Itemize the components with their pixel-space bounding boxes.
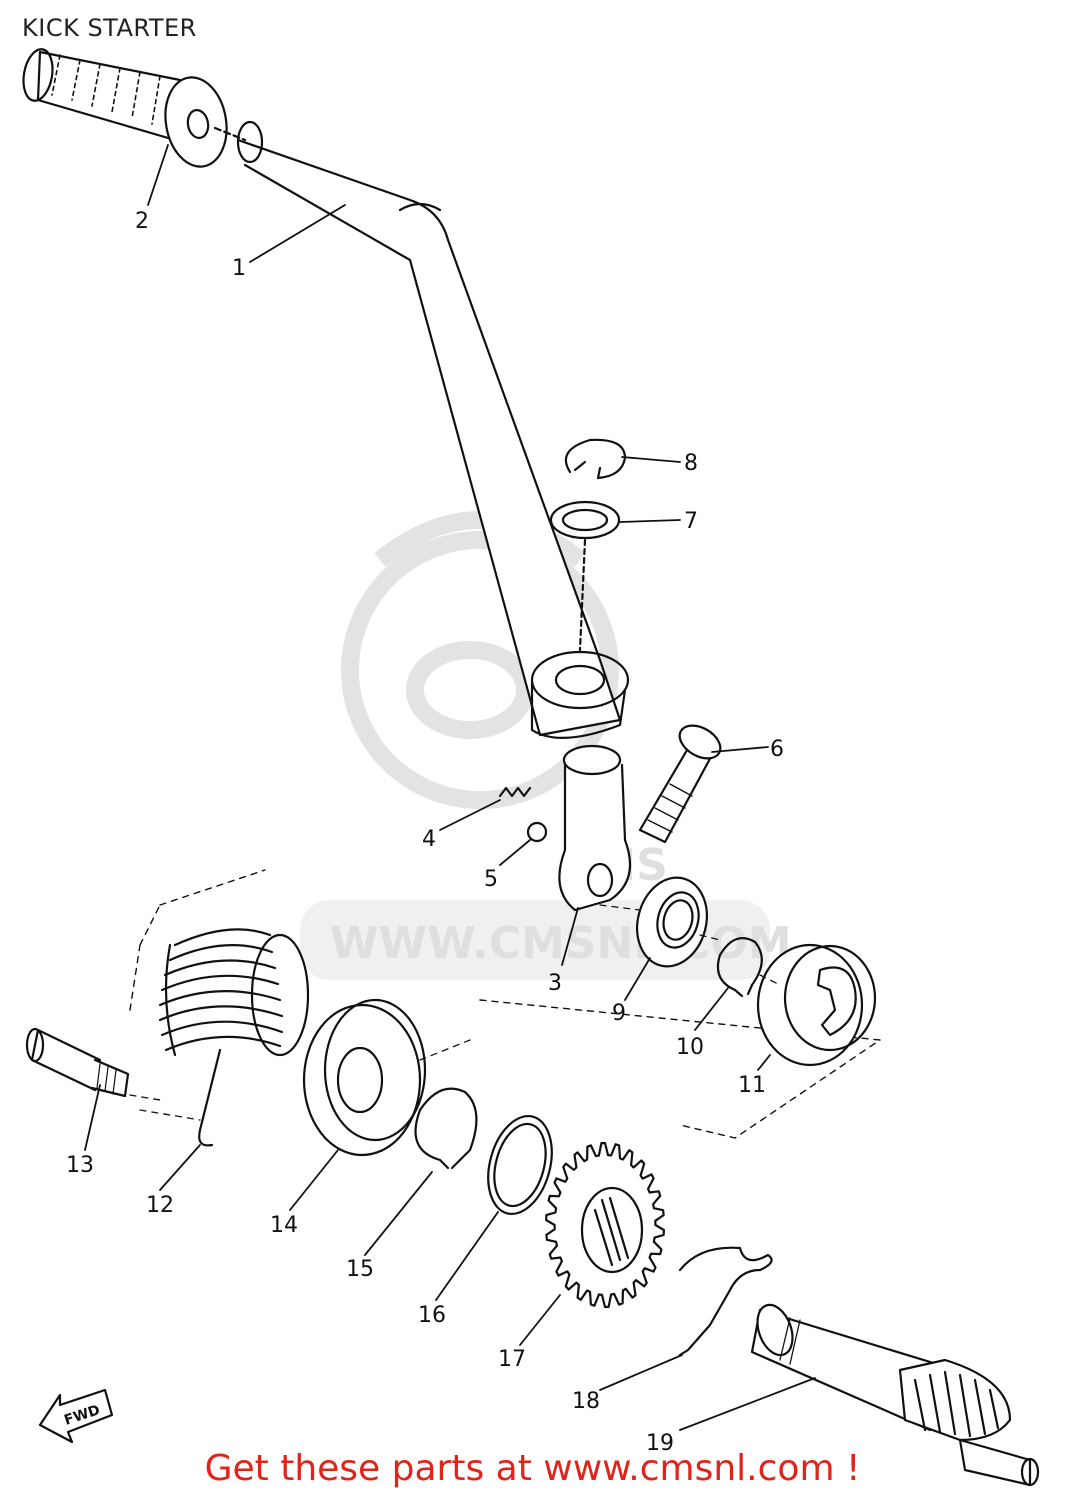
part-label-9: 9 — [612, 1001, 626, 1026]
page-title: KICK STARTER — [22, 14, 197, 42]
part-label-13: 13 — [66, 1153, 94, 1178]
part-10-circlip — [716, 937, 763, 998]
part-label-12: 12 — [146, 1193, 174, 1218]
part-12-return-spring — [158, 928, 310, 1147]
part-4-spring — [498, 786, 532, 798]
part-label-7: 7 — [684, 509, 698, 534]
assembly-outline — [129, 869, 881, 1139]
part-3-boss — [558, 744, 632, 912]
assembly-centerline — [129, 904, 781, 1121]
part-label-5: 5 — [484, 867, 498, 892]
watermark-url: WWW.CMSNL.COM — [330, 918, 792, 969]
footer-link[interactable]: Get these parts at www.cmsnl.com ! — [204, 1448, 861, 1489]
part-9-oil-seal — [636, 876, 708, 968]
leader-lines — [84, 144, 816, 1431]
part-label-3: 3 — [548, 971, 562, 996]
part-19-kick-shaft — [750, 1303, 1040, 1487]
part-label-17: 17 — [498, 1347, 526, 1372]
part-label-15: 15 — [346, 1257, 374, 1282]
part-17-kick-gear — [545, 1141, 665, 1309]
part-label-19: 19 — [646, 1431, 674, 1456]
part-15-circlip — [414, 1087, 478, 1170]
part-label-2: 2 — [135, 209, 149, 234]
part-2-grip — [22, 48, 228, 168]
part-16-washer — [487, 1114, 553, 1216]
part-label-10: 10 — [676, 1035, 704, 1060]
part-6-bolt — [638, 724, 722, 844]
part-18-clip-spring — [678, 1246, 773, 1357]
part-label-18: 18 — [572, 1389, 600, 1414]
part-label-8: 8 — [684, 451, 698, 476]
part-13-pin — [25, 1027, 130, 1098]
part-5-ball — [526, 821, 548, 843]
part-7-washer — [549, 500, 621, 540]
part-label-4: 4 — [422, 827, 436, 852]
part-1-kick-lever — [213, 120, 630, 739]
part-label-14: 14 — [270, 1213, 298, 1238]
part-label-6: 6 — [770, 737, 784, 762]
fwd-arrow-icon — [38, 1388, 114, 1444]
part-label-1: 1 — [232, 256, 246, 281]
part-label-11: 11 — [738, 1073, 766, 1098]
part-14-spring-cover — [302, 998, 427, 1157]
part-label-16: 16 — [418, 1303, 446, 1328]
part-number-labels: 1 2 3 4 5 6 7 8 9 10 11 12 13 14 15 16 1… — [66, 209, 784, 1456]
part-11-ratchet-guide — [756, 943, 877, 1067]
part-8-circlip — [564, 438, 627, 480]
